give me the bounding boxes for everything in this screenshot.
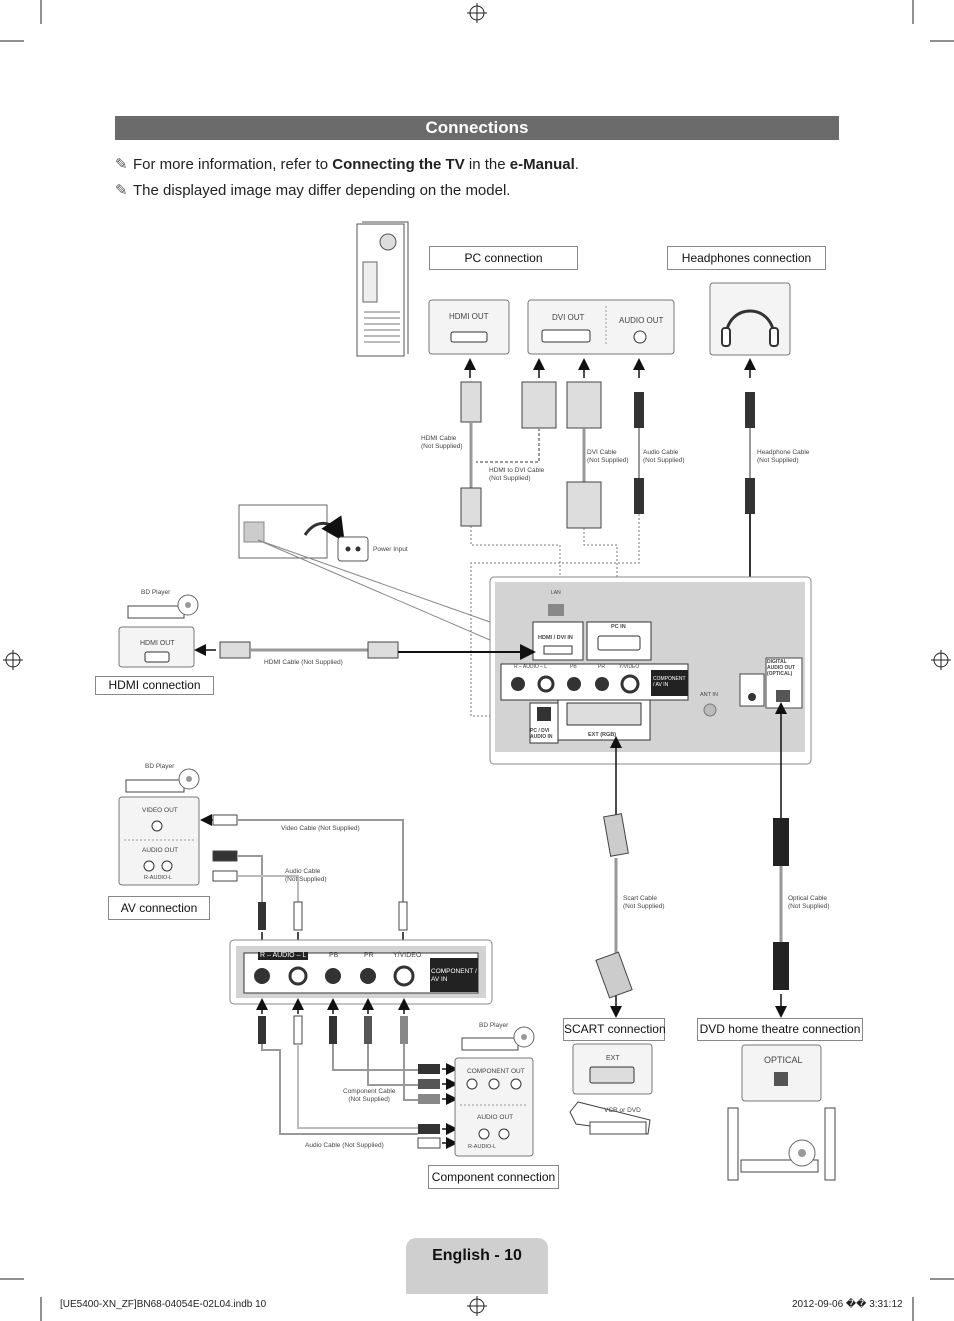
- component-out-label: COMPONENT OUT: [467, 1068, 525, 1075]
- optical-cable-label: Optical Cable(Not Supplied): [788, 895, 830, 910]
- dvi-cable-label: DVI Cable(Not Supplied): [587, 449, 629, 464]
- ext-label: EXT: [606, 1055, 620, 1062]
- dvi-socket-icon: [541, 329, 591, 343]
- hdmi-out-port: [428, 299, 510, 355]
- audio-out-label-av: AUDIO OUT: [142, 847, 179, 854]
- optical-label: OPTICAL: [764, 1055, 803, 1065]
- pencil-icon: ✎: [115, 182, 128, 199]
- tv-back-icon: [238, 504, 491, 641]
- pb-panel-label: PB: [329, 952, 339, 959]
- bd-player-icon: [125, 768, 200, 793]
- note-emanual: ✎For more information, refer to Connecti…: [115, 156, 579, 173]
- pr-panel-label: PR: [364, 952, 374, 959]
- video-out-label: VIDEO OUT: [142, 807, 178, 814]
- scart-connection-label: SCART connection: [563, 1018, 666, 1041]
- y-video-panel-label: Y/VIDEO: [393, 952, 422, 959]
- audio-out-label-comp: AUDIO OUT: [477, 1114, 514, 1121]
- pr-label: PR: [598, 664, 605, 670]
- registration-mark-icon: [3, 3, 951, 1316]
- y-video-label: Y/VIDEO: [619, 664, 640, 670]
- bd-player-label-comp: BD Player: [479, 1022, 509, 1029]
- dvi-out-label: DVI OUT: [552, 313, 585, 322]
- pb-label: PB: [570, 664, 577, 670]
- component-cable-label: Component Cable(Not Supplied): [343, 1088, 396, 1103]
- hdmi-cable-line-label: HDMI Cable (Not Supplied): [264, 659, 343, 666]
- audio-cable-line-label: Audio Cable (Not Supplied): [305, 1142, 384, 1149]
- vcr-icon: [569, 1101, 651, 1135]
- hdmi-to-dvi-cable: [476, 381, 557, 463]
- r-audio-l-label: R – AUDIO – L: [514, 664, 548, 670]
- bd-player-icon: [461, 1026, 535, 1051]
- tv-connection-panel: [489, 576, 812, 765]
- component-av-in-panel-label: COMPONENT / AV IN: [431, 968, 477, 983]
- bd-player-label-av: BD Player: [145, 763, 175, 770]
- pc-connection-label: PC connection: [429, 246, 578, 270]
- audio-out-label: AUDIO OUT: [619, 316, 664, 325]
- hdmi-out-label-bd: HDMI OUT: [140, 640, 175, 647]
- ext-rgb-label: EXT (RGB): [588, 732, 617, 738]
- arrows-up: [464, 358, 756, 378]
- hdmi-out-label: HDMI OUT: [449, 312, 489, 321]
- bd-player-icon: [127, 594, 199, 619]
- hdmi-to-dvi-cable-label: HDMI to DVI Cable(Not Supplied): [489, 467, 545, 482]
- lan-port-icon: [548, 604, 564, 616]
- note-image-differ: ✎The displayed image may differ dependin…: [115, 182, 511, 199]
- lan-label: LAN: [551, 590, 561, 596]
- home-theatre-icon: [727, 1107, 836, 1181]
- r-audio-l-panel-label: R – AUDIO – L: [258, 952, 309, 960]
- headphone-cable-label: Headphone Cable(Not Supplied): [757, 449, 810, 464]
- dvd-home-theatre-connection-label: DVD home theatre connection: [697, 1018, 863, 1041]
- footer-date: 2012-09-06 �� 3:31:12: [792, 1299, 903, 1310]
- dvi-audio-out-port: [527, 299, 675, 355]
- page-title: Connections: [115, 116, 839, 140]
- pc-dvi-audio-in-label: PC / DVI AUDIO IN: [530, 728, 553, 740]
- video-cable-label: Video Cable (Not Supplied): [281, 825, 360, 832]
- page-number-tab: English - 10: [406, 1238, 548, 1294]
- vcr-or-dvd-label: VCR or DVD: [604, 1107, 641, 1114]
- pencil-icon: ✎: [115, 156, 128, 173]
- footer-file: [UE5400-XN_ZF]BN68-04054E-02L04.indb 10: [60, 1299, 267, 1310]
- bd-player-label-hdmi: BD Player: [141, 589, 171, 596]
- hdmi-cable-label: HDMI Cable(Not Supplied): [421, 435, 463, 450]
- pc-tower-icon: [356, 221, 409, 357]
- hdmi-socket-icon: [450, 331, 488, 343]
- scart-cable-label: Scart Cable(Not Supplied): [623, 895, 665, 910]
- hdmi-connection-label: HDMI connection: [95, 676, 214, 695]
- r-audio-l-comp-label: R-AUDIO-L: [468, 1144, 497, 1150]
- headphones-icon: [721, 309, 779, 347]
- power-input-port: [337, 536, 369, 562]
- hdmi-dvi-in-label: HDMI / DVI IN: [538, 635, 573, 641]
- audio-cable-top: [634, 392, 644, 514]
- ant-in-label: ANT IN: [700, 692, 718, 698]
- component-av-in-label: COMPONENT / AV IN: [653, 676, 686, 688]
- pc-in-label: PC IN: [611, 624, 626, 630]
- power-input-label: Power Input: [373, 546, 408, 553]
- audio-jack-icon: [633, 330, 647, 344]
- audio-cable-label: Audio Cable(Not Supplied): [643, 449, 685, 464]
- digital-audio-out-label: DIGITAL AUDIO OUT (OPTICAL): [767, 659, 796, 677]
- headphone-cable: [745, 392, 755, 514]
- component-connection-label: Component connection: [428, 1165, 559, 1189]
- headphones-connection-label: Headphones connection: [667, 246, 826, 270]
- audio-cable-av-label: Audio Cable(Not Supplied): [285, 868, 327, 883]
- r-audio-l-av-label: R-AUDIO-L: [144, 875, 173, 881]
- av-connection-label: AV connection: [108, 896, 210, 920]
- hdmi-cable-top: [460, 381, 482, 527]
